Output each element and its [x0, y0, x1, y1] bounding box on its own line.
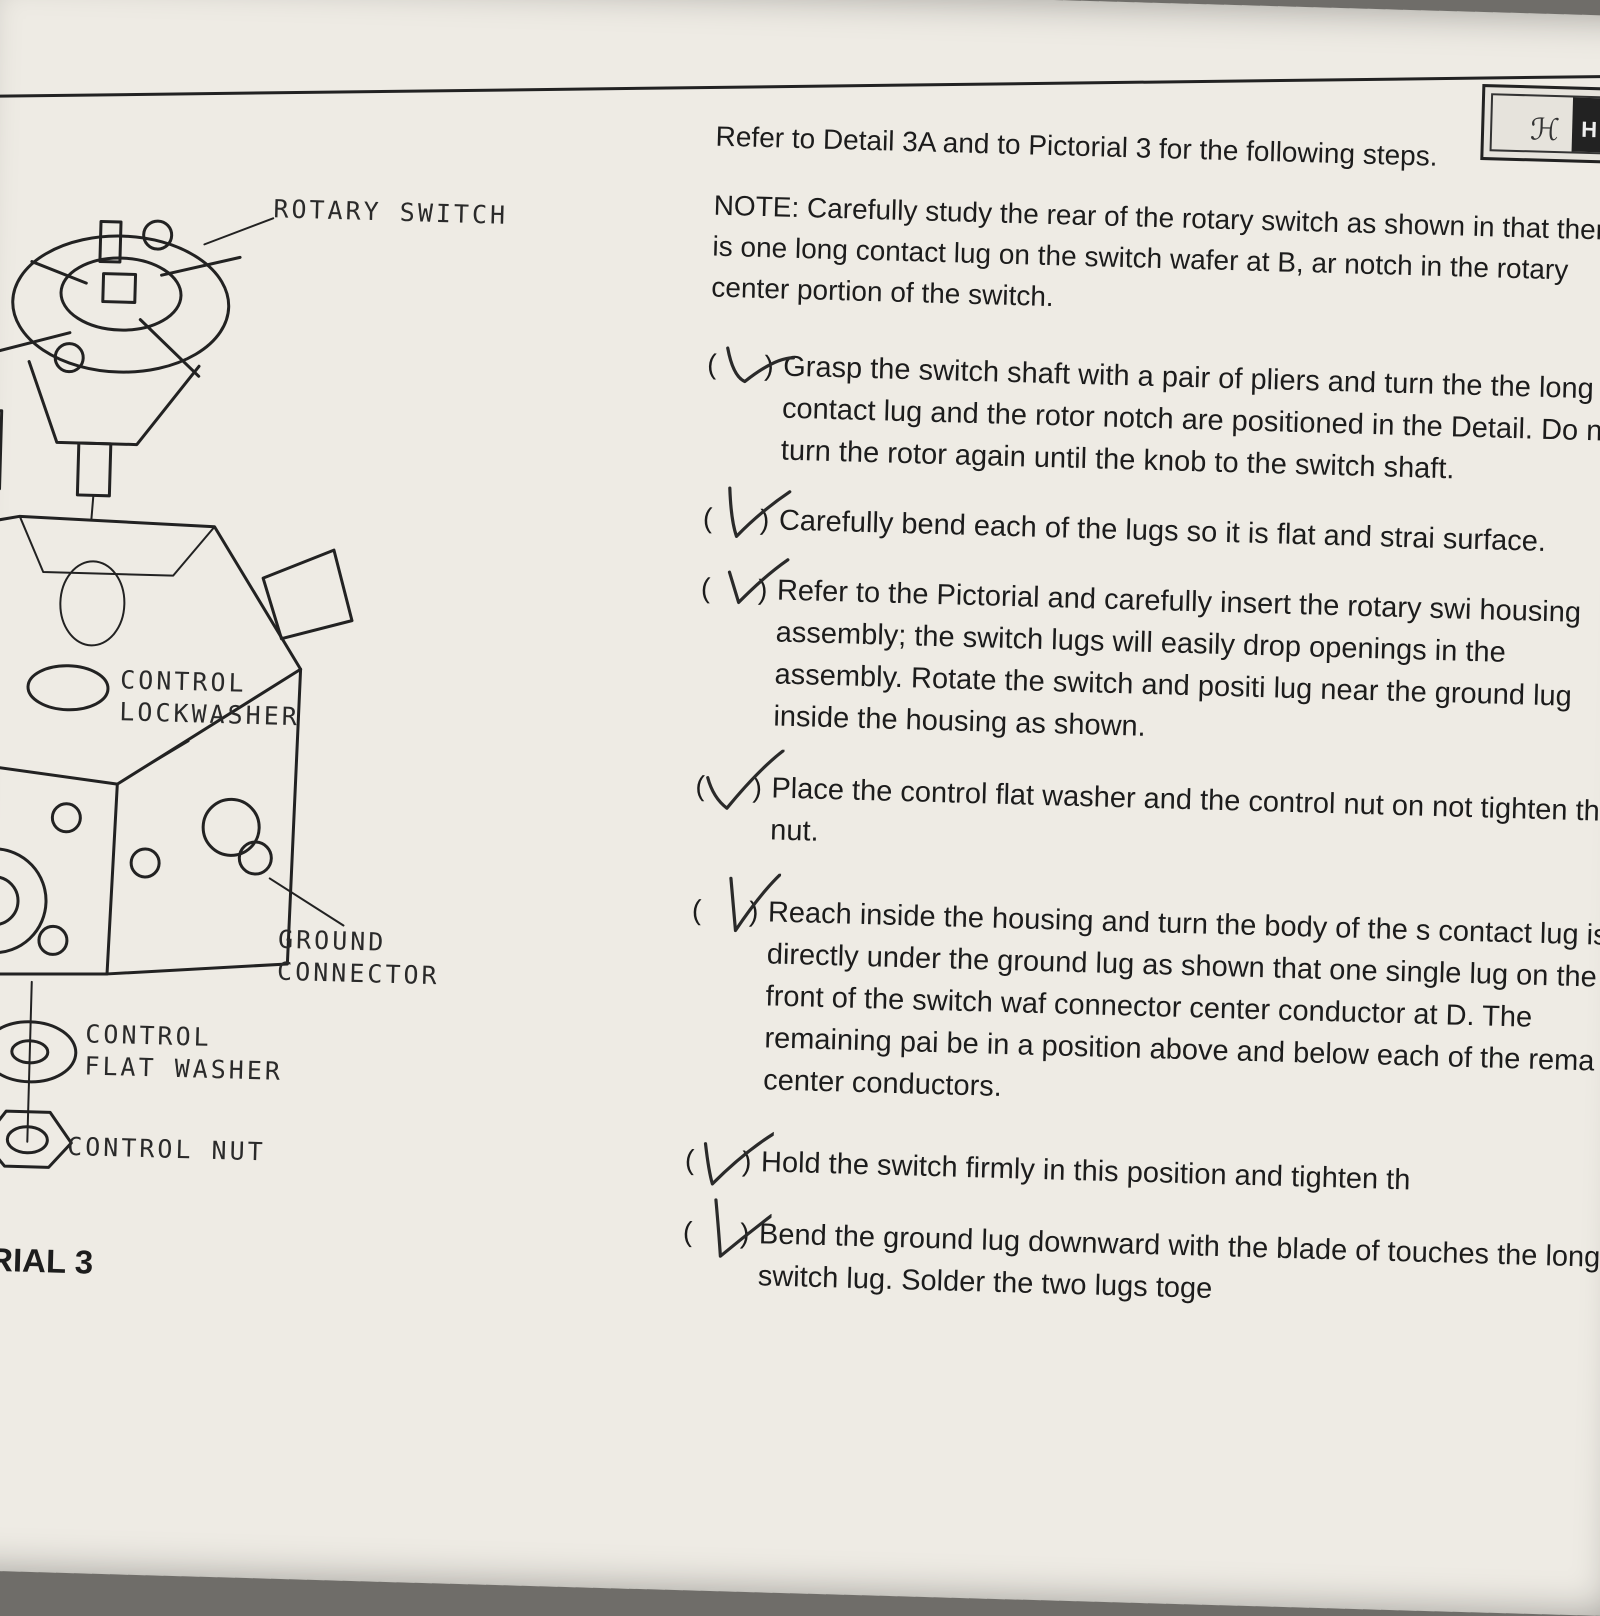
step-text: Bend the ground lug downward with the bl…: [757, 1218, 1600, 1305]
pictorial-illustration: [0, 217, 354, 1169]
switch-lug: [160, 255, 242, 277]
step-text: Carefully bend each of the lugs so it is…: [778, 504, 1547, 558]
front-connector: [0, 847, 48, 955]
check-mark-icon: [706, 748, 785, 810]
step-item: ( ) Carefully bend each of the lugs so i…: [703, 486, 1600, 565]
housing-screw: [50, 802, 82, 834]
check-mark-icon: [728, 486, 792, 538]
housing-hole: [59, 560, 126, 647]
switch-lug-tab: [98, 219, 123, 264]
housing-front: [0, 782, 119, 976]
ground-connector-leader: [268, 877, 345, 927]
switch-nut: [53, 342, 85, 374]
switch-wafer: [11, 234, 231, 374]
check-mark-icon: [726, 346, 796, 384]
flat-washer: [0, 1020, 78, 1084]
pictorial-caption: TORIAL 3: [0, 1239, 94, 1281]
step-item: ( ) Refer to the Pictorial and carefully…: [699, 558, 1600, 761]
check-mark-icon: [714, 1198, 773, 1258]
housing-side: [105, 667, 303, 976]
lockwasher-leader: [131, 740, 190, 776]
housing-screw: [129, 847, 161, 879]
check-mark-icon: [729, 872, 782, 933]
top-connector: [261, 548, 354, 641]
note-paragraph: NOTE: Carefully study the rear of the ro…: [710, 189, 1600, 313]
switch-body: [27, 360, 201, 447]
switch-lug: [0, 331, 72, 353]
step-text: Grasp the switch shaft with a pair of pl…: [780, 350, 1600, 486]
flat-washer-hole: [10, 1039, 50, 1065]
step-text: Place the control flat washer and the co…: [769, 772, 1600, 848]
side-tag-box: [0, 408, 4, 491]
label-control-lockwasher: CONTROL LOCKWASHER: [118, 665, 301, 732]
switch-shaft: [75, 441, 113, 498]
ground-connector-body: [201, 797, 261, 857]
step-item: ( ) Place the control flat washer and th…: [695, 748, 1600, 875]
check-mark-icon: [703, 1132, 775, 1186]
step-text: Refer to the Pictorial and carefully ins…: [773, 574, 1582, 743]
switch-nut: [142, 219, 174, 251]
ground-connector-nut: [237, 840, 273, 876]
switch-rotor: [59, 256, 183, 332]
label-control-nut: CONTROL NUT: [66, 1131, 267, 1167]
housing-inner-edge: [18, 515, 216, 577]
control-nut-hole: [5, 1125, 49, 1155]
switch-hub: [101, 272, 138, 304]
switch-lug: [138, 318, 201, 378]
instructions-column: Refer to Detail 3A and to Pictorial 3 fo…: [682, 121, 1600, 1349]
step-item: ( ) Grasp the switch shaft with a pair o…: [706, 344, 1600, 496]
step-text: Reach inside the housing and turn the bo…: [762, 896, 1600, 1103]
rotary-switch-leader: [203, 217, 275, 246]
label-control-flat-washer: CONTROL FLAT WASHER: [84, 1019, 284, 1086]
control-nut-shape: [0, 1109, 73, 1169]
step-item: ( ) Bend the ground lug downward with th…: [683, 1198, 1600, 1321]
intro-line: Refer to Detail 3A and to Pictorial 3 fo…: [715, 120, 1438, 172]
check-mark-icon: [727, 558, 790, 605]
label-rotary-switch: ROTARY SWITCH: [273, 194, 509, 230]
front-connector-center: [0, 875, 20, 927]
label-ground-connector: GROUND CONNECTOR: [276, 924, 440, 991]
lockwasher-in-place: [26, 664, 110, 712]
switch-lug: [30, 260, 88, 285]
housing-top: [0, 514, 303, 786]
step-item: ( ) Reach inside the housing and turn th…: [689, 872, 1600, 1125]
step-item: ( ) Hold the switch firmly in this posit…: [685, 1132, 1600, 1207]
step-text: Hold the switch firmly in this position …: [760, 1146, 1411, 1197]
housing-screw: [37, 924, 69, 956]
